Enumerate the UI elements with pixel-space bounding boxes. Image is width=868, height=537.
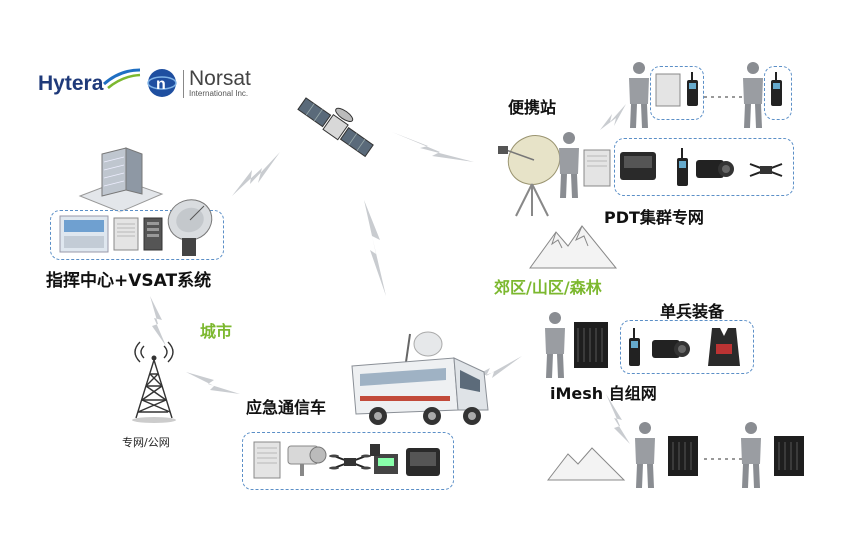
console-icon (370, 444, 398, 474)
link-command-tower (150, 296, 166, 346)
tower-icon (132, 341, 176, 423)
mountains-upper-icon (529, 225, 618, 269)
vsat-dish-icon (167, 199, 213, 256)
squad-radio-2-icon (774, 436, 804, 476)
emergency-vehicle-icon (351, 331, 489, 425)
squad-radio-1-icon (668, 436, 698, 476)
link-portable-pdt (600, 104, 626, 130)
pdt-terminal-icon (655, 73, 681, 107)
norsat-logo-name: Norsat (189, 67, 251, 90)
link-satellite-portable (392, 132, 474, 162)
pdt-radio-2-icon (771, 72, 782, 106)
link-imesh-squad (606, 394, 630, 444)
pdt-camcorder-icon (696, 160, 734, 178)
norsat-logo-sub: International Inc. (189, 89, 249, 98)
norsat-divider (183, 70, 184, 98)
norsat-globe-icon: n (147, 69, 177, 97)
link-satellite-command (232, 152, 280, 196)
city-label: 城市 (200, 322, 233, 341)
imesh-person-icon (545, 312, 565, 378)
drone-icon (329, 454, 371, 470)
squad-person-1-icon (635, 422, 655, 488)
vsat-terminal-icon (113, 217, 139, 251)
equipment-rack-icon (143, 217, 163, 251)
pdt-case-icon (620, 152, 656, 180)
command-center-label: 指挥中心+VSAT系统 (46, 271, 212, 291)
link-tower-vehicle (186, 372, 240, 394)
mountains-lower-icon (546, 447, 626, 481)
station-person-icon (559, 132, 579, 198)
command-building-icon (78, 147, 164, 213)
link-satellite-vehicle (364, 200, 386, 296)
soldier-vest-icon (708, 328, 740, 366)
control-room-icon (59, 215, 109, 253)
pdt-dots (704, 96, 742, 98)
pdt-person-2-icon (743, 62, 763, 128)
hytera-logo: Hytera (38, 68, 141, 102)
soldier-camcorder-icon (652, 340, 690, 358)
imesh-label: iMesh 自组网 (550, 384, 657, 403)
portable-dish-icon (498, 135, 561, 217)
svg-text:n: n (156, 76, 166, 93)
network-label: 专网/公网 (122, 436, 170, 449)
squad-person-2-icon (741, 422, 761, 488)
satellite-icon (297, 97, 374, 158)
pdt-network-label: PDT集群专网 (604, 208, 704, 227)
vehicle-terminal-icon (253, 441, 281, 479)
norsat-logo: n Norsat International Inc. (147, 66, 277, 102)
station-terminal-icon (583, 149, 611, 187)
soldier-handheld-icon (629, 328, 640, 366)
imesh-radio-icon (574, 322, 608, 368)
emergency-vehicle-label: 应急通信车 (246, 398, 327, 417)
pdt-drone-icon (749, 163, 783, 177)
case-terminal-icon (406, 448, 440, 476)
suburb-label: 郊区/山区/森林 (494, 278, 602, 297)
pdt-radio-1-icon (687, 72, 698, 106)
hytera-logo-text: Hytera (38, 72, 104, 95)
camera-icon (287, 445, 327, 476)
hytera-swoosh-icon (103, 68, 141, 89)
portable-station-label: 便携站 (508, 98, 557, 117)
pdt-handheld-icon (677, 148, 688, 186)
soldier-gear-label: 单兵装备 (660, 302, 725, 321)
pdt-person-1-icon (629, 62, 649, 128)
